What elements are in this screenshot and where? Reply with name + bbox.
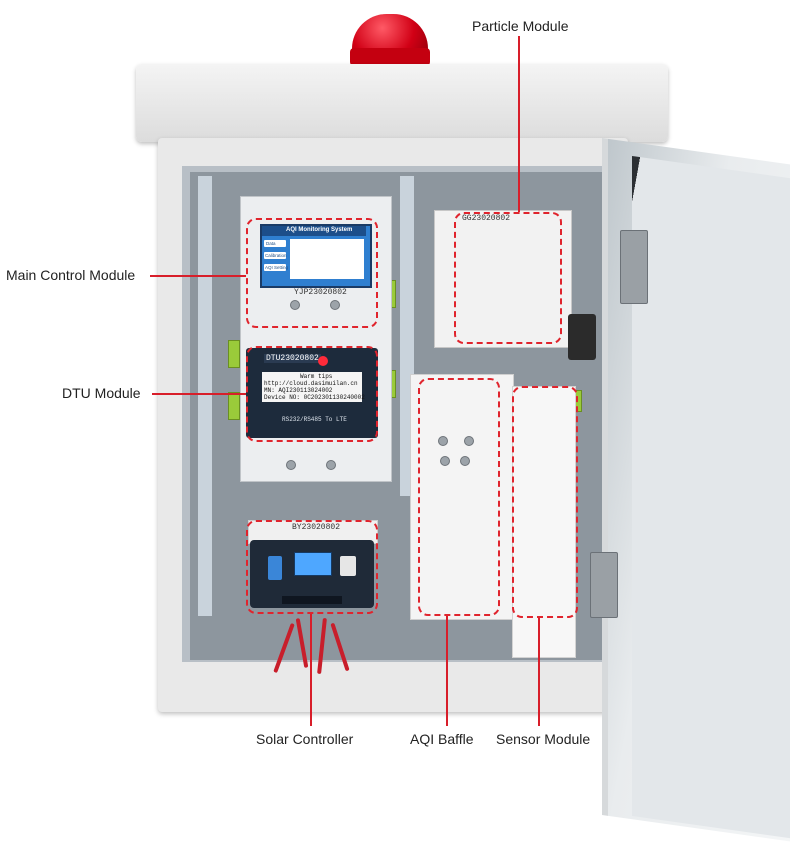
beacon-base (350, 48, 430, 66)
din-rail-left (198, 176, 212, 616)
enclosure-roof (136, 64, 668, 142)
dtu-status-led (318, 356, 328, 366)
screen-button (264, 264, 286, 271)
label-solar-controller: Solar Controller (256, 731, 354, 747)
leader-sensor (538, 618, 540, 726)
dtu-line: MN: AQI230113024002 (264, 387, 333, 394)
leader-baffle (446, 616, 448, 726)
label-main-control-module: Main Control Module (6, 267, 136, 283)
aqi-baffle (410, 374, 514, 620)
solar-terminals (282, 596, 342, 604)
door-window (632, 156, 790, 840)
fan-icon (568, 314, 596, 360)
screw (440, 456, 450, 466)
screw (290, 300, 300, 310)
screw (326, 460, 336, 470)
dtu-line: Warm tips (300, 373, 333, 380)
screw (330, 300, 340, 310)
terminal-block (228, 392, 240, 420)
screen-button-label: Data (266, 241, 276, 246)
door-hinge-bottom (590, 552, 618, 618)
label-aqi-baffle: AQI Baffle (410, 731, 474, 747)
dtu-info-label (262, 372, 362, 402)
terminal-block (228, 340, 240, 368)
leader-main-control (150, 275, 246, 277)
main-control-tag: YJP23020802 (294, 288, 347, 297)
screw (460, 456, 470, 466)
solar-highlight (246, 520, 378, 614)
leader-solar (310, 614, 312, 726)
screen-button (264, 240, 286, 247)
dtu-line: http://cloud.dasimuilan.cn (264, 380, 358, 387)
sensor-highlight (512, 386, 578, 618)
sensor-module (512, 386, 576, 658)
label-dtu-module: DTU Module (62, 385, 141, 401)
screen-title: AQI Monitoring System (286, 227, 353, 233)
usb-port-icon (340, 556, 356, 576)
screen-button-label: AQI Setting (265, 265, 289, 270)
door-hinge-top (620, 230, 648, 304)
particle-tag: GG23020802 (462, 214, 511, 223)
screen-header (262, 226, 366, 236)
dtu-line: Device NO: 0C202301130240002 (264, 394, 365, 401)
leader-dtu (152, 393, 246, 395)
leader-particle (518, 36, 520, 212)
solar-tag: BY23020802 (292, 523, 341, 532)
screw (464, 436, 474, 446)
label-sensor-module: Sensor Module (496, 731, 591, 747)
dtu-highlight (246, 346, 378, 442)
screw (438, 436, 448, 446)
screen-button (264, 252, 286, 259)
main-control-highlight (246, 218, 378, 328)
screw (286, 460, 296, 470)
baffle-highlight (418, 378, 500, 616)
solar-left-icons (268, 556, 282, 580)
dtu-footer: RS232/RS485 To LTE (282, 416, 347, 423)
screen-button-label: Calibration (265, 253, 287, 258)
particle-module-plate (434, 210, 572, 348)
solar-lcd (294, 552, 332, 576)
label-particle-module: Particle Module (472, 18, 569, 34)
particle-highlight (454, 212, 562, 344)
dtu-tag: DTU23020802 (264, 354, 321, 363)
screen-data-table (290, 239, 364, 279)
